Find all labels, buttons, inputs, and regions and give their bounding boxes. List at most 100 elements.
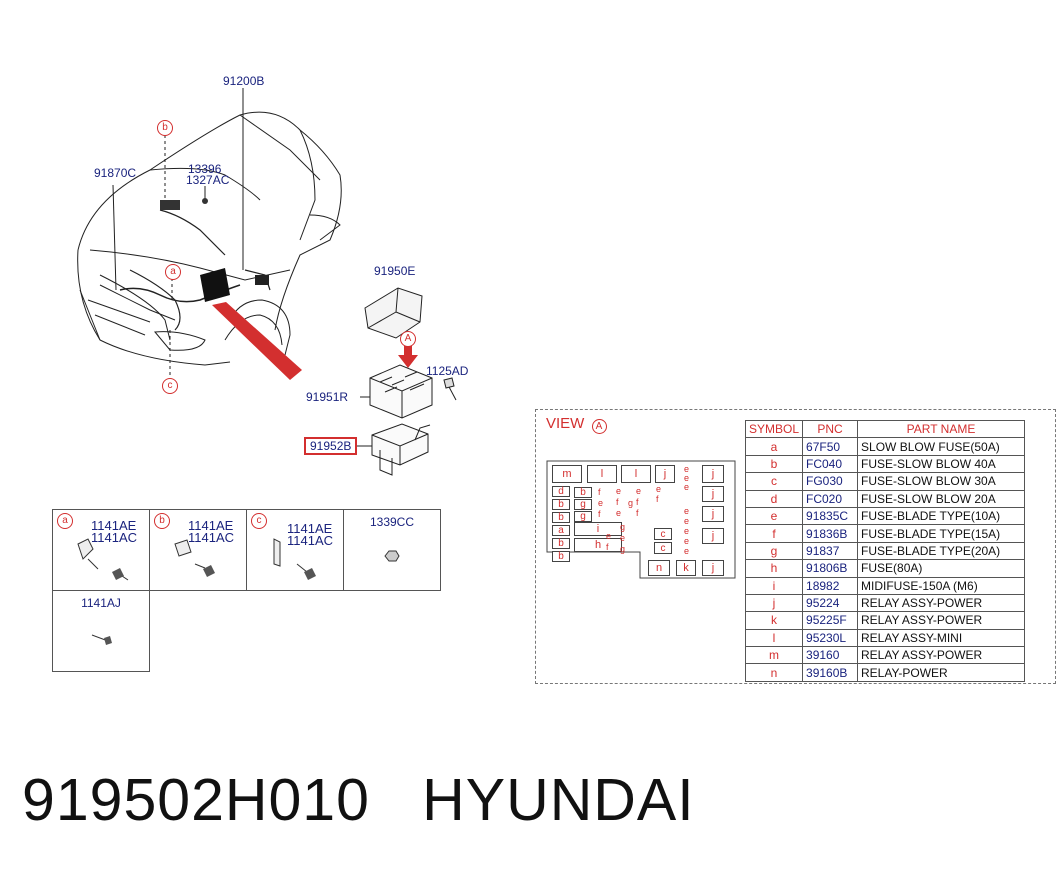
fuse-slot-j[interactable]: j — [655, 465, 675, 483]
cell-symbol: j — [744, 593, 804, 613]
mini-fuse[interactable]: f — [616, 497, 619, 507]
mini-fuse[interactable]: e — [598, 498, 604, 508]
cell-part-name: RELAY ASSY-MINI — [857, 628, 1026, 648]
grid-cell-c[interactable]: c 1141AE 1141AC — [246, 509, 344, 591]
mini-fuse-e[interactable]: e — [684, 546, 690, 556]
cell-symbol: d — [744, 489, 804, 508]
mini-fuse[interactable]: f — [598, 487, 601, 497]
mini-fuse-e[interactable]: e — [684, 482, 690, 492]
mini-fuse-e[interactable]: e — [684, 536, 690, 546]
mini-fuse[interactable]: e — [656, 484, 662, 494]
cell-pnc[interactable]: 18982 — [802, 576, 859, 595]
cell-pnc[interactable]: 91806B — [802, 559, 859, 578]
mini-fuse[interactable]: f — [606, 542, 609, 552]
grid-pnc: 1141AC — [188, 530, 235, 545]
cell-pnc[interactable]: FC020 — [802, 489, 859, 508]
fuse-slot-k[interactable]: k — [676, 560, 696, 576]
cell-pnc[interactable]: 91837 — [802, 541, 859, 561]
mini-fuse-e[interactable]: e — [684, 464, 690, 474]
callout-b: b — [157, 120, 173, 136]
grid-cell-a[interactable]: a 1141AE 1141AC — [52, 509, 150, 591]
mini-fuse-e[interactable]: e — [684, 473, 690, 483]
fuse-slot-j[interactable]: j — [702, 528, 724, 544]
fuse-slot-b[interactable]: b — [552, 538, 570, 549]
cell-symbol: k — [744, 611, 804, 630]
fuse-slot-b[interactable]: b — [552, 551, 570, 562]
mini-fuse-e[interactable]: e — [684, 526, 690, 536]
fuse-slot-l[interactable]: l — [621, 465, 651, 483]
cell-pnc[interactable]: 91835C — [802, 506, 859, 526]
fuse-slot-c[interactable]: c — [654, 542, 672, 554]
mini-fuse[interactable]: g — [620, 522, 626, 532]
cell-symbol: a — [744, 437, 804, 456]
cell-part-name: RELAY ASSY-POWER — [857, 646, 1026, 665]
cell-pnc[interactable]: 95230L — [802, 628, 859, 648]
mini-fuse[interactable]: g — [620, 544, 626, 554]
cell-pnc[interactable]: FC040 — [802, 454, 859, 474]
fuse-slot-j[interactable]: j — [702, 486, 724, 502]
brand-name: HYUNDAI — [422, 767, 695, 833]
fuse-slot-a[interactable]: a — [552, 525, 570, 536]
label-91952B-highlighted[interactable]: 91952B — [304, 437, 358, 455]
mini-fuse[interactable]: f — [656, 494, 659, 504]
grid-cell-1339CC[interactable]: 1339CC — [343, 509, 441, 591]
mini-fuse[interactable]: e — [616, 486, 622, 496]
grid-pnc: 1141AC — [91, 530, 138, 545]
mini-fuse[interactable]: e — [606, 531, 612, 541]
mini-fuse[interactable]: f — [636, 497, 639, 507]
fuse-slot-b[interactable]: b — [552, 499, 570, 510]
cell-pnc[interactable]: 39160B — [802, 663, 859, 682]
cell-pnc[interactable]: 67F50 — [802, 437, 859, 456]
fuse-slot-g[interactable]: g — [574, 511, 592, 522]
grid-cell-b[interactable]: b 1141AE 1141AC — [149, 509, 247, 591]
fuse-slot-b[interactable]: b — [552, 512, 570, 523]
fuse-slot-l[interactable]: l — [587, 465, 617, 483]
mini-fuse[interactable]: e — [620, 533, 626, 543]
mini-fuse[interactable]: e — [616, 508, 622, 518]
fuse-slot-i[interactable]: i — [574, 522, 622, 536]
mini-fuse[interactable]: f — [636, 508, 639, 518]
grid-tag-b: b — [154, 513, 170, 529]
fuse-slot-m[interactable]: m — [552, 465, 582, 483]
cell-pnc[interactable]: 91836B — [802, 524, 859, 543]
fuse-slot-d[interactable]: d — [552, 486, 570, 497]
cell-symbol: n — [744, 663, 804, 682]
col-symbol: SYMBOL — [744, 419, 804, 439]
mini-fuse[interactable]: g — [628, 498, 634, 508]
fuse-slot-g[interactable]: g — [574, 499, 592, 510]
fuse-slot-j[interactable]: j — [702, 506, 724, 522]
fuse-slot-j[interactable]: j — [702, 560, 724, 576]
fuse-slot-j[interactable]: j — [702, 465, 724, 483]
fuse-slot-b[interactable]: b — [574, 487, 592, 498]
cell-pnc[interactable]: FG030 — [802, 472, 859, 491]
label-91951R: 91951R — [306, 390, 349, 404]
cell-pnc[interactable]: 95224 — [802, 593, 859, 613]
cell-part-name: FUSE-SLOW BLOW 20A — [857, 489, 1026, 508]
fuse-slot-n[interactable]: n — [648, 560, 670, 576]
mini-fuse-e[interactable]: e — [684, 516, 690, 526]
fuse-slot-c[interactable]: c — [654, 528, 672, 540]
grid-pnc: 1141AE — [287, 521, 333, 536]
mini-fuse-e[interactable]: e — [684, 506, 690, 516]
cell-pnc[interactable]: 39160 — [802, 646, 859, 665]
mini-fuse[interactable]: f — [598, 509, 601, 519]
grid-cell-1141AJ[interactable]: 1141AJ — [52, 590, 150, 672]
cell-part-name: FUSE-SLOW BLOW 40A — [857, 454, 1026, 474]
fuse-slot-h[interactable]: h — [574, 538, 622, 552]
cell-pnc[interactable]: 95225F — [802, 611, 859, 630]
mini-fuse[interactable]: e — [636, 486, 642, 496]
